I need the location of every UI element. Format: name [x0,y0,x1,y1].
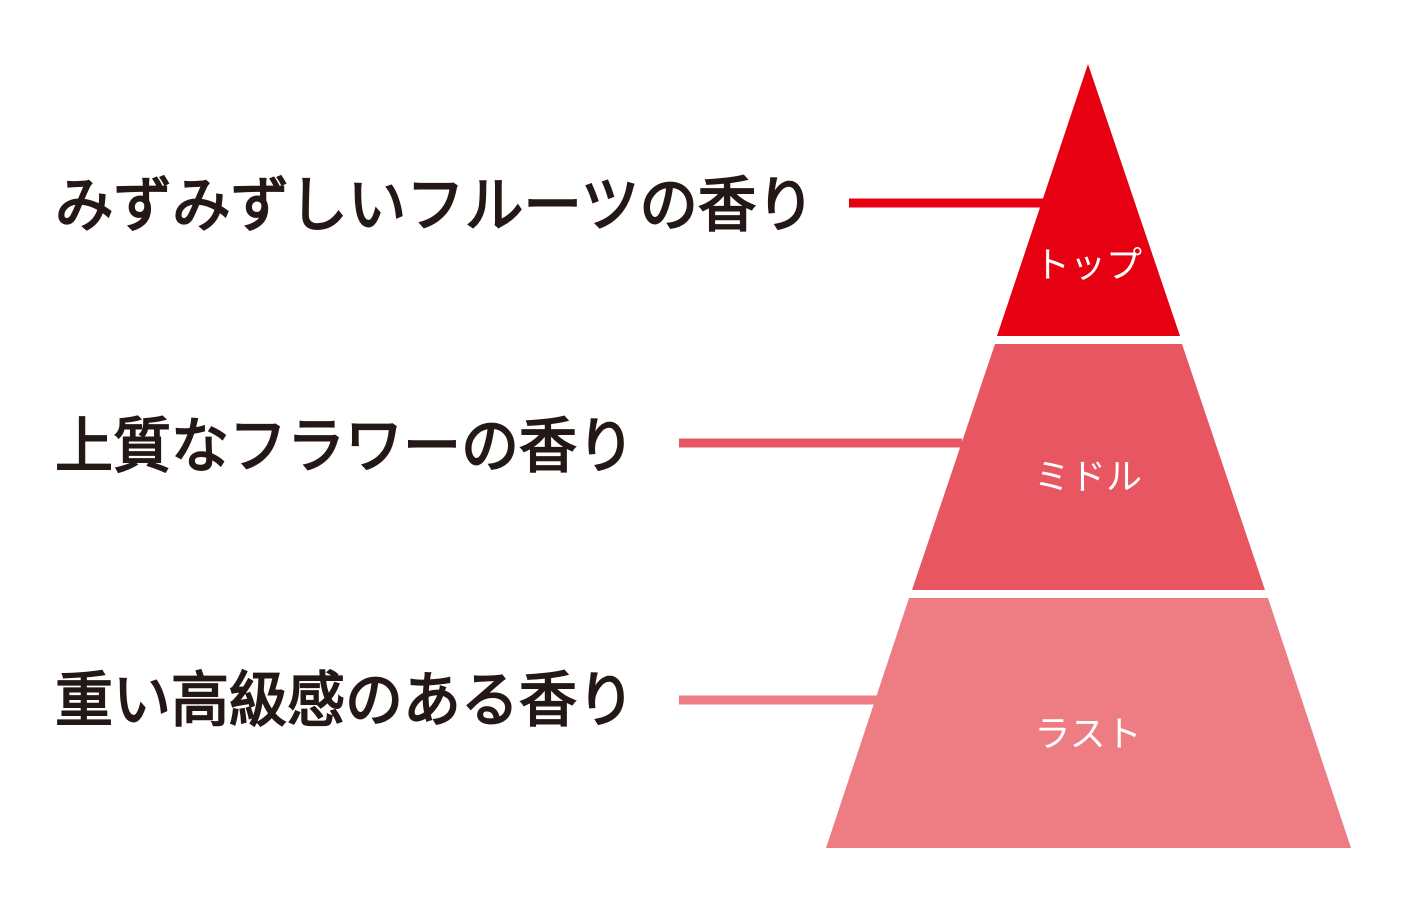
tier-label-top: トップ [1034,245,1142,286]
description-top: みずみずしいフルーツの香り [55,171,815,241]
pyramid-tier-middle: ミドル [912,344,1265,590]
tier-label-middle: ミドル [1034,457,1142,498]
description-bottom: 重い高級感のある香り [55,666,635,736]
tier-label-bottom: ラスト [1034,714,1141,755]
pyramid-tier-top-shape [997,64,1180,336]
pyramid-tier-bottom: ラスト [826,598,1351,848]
pyramid-tier-middle-shape [912,344,1265,590]
pyramid-tier-bottom-shape [826,598,1351,848]
pyramid-tier-top: トップ [997,64,1180,336]
description-middle: 上質なフラワーの香り [55,412,635,482]
